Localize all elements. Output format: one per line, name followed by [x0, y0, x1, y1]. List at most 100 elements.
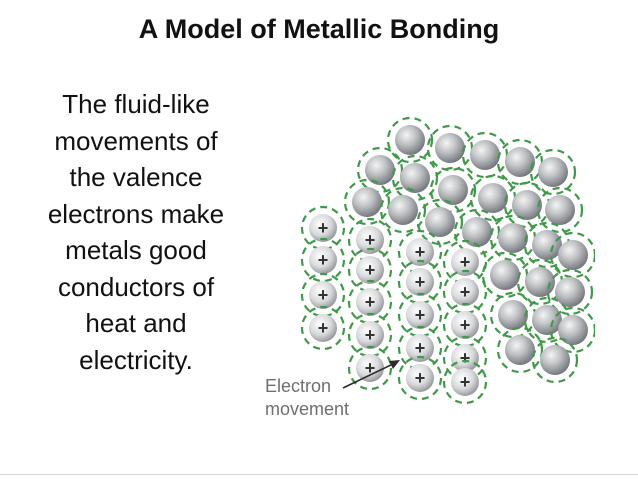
atom: [496, 138, 544, 186]
atom-sphere: [558, 240, 588, 270]
atom-sphere: [356, 226, 384, 254]
atom: [343, 178, 391, 226]
plus-sign: +: [415, 368, 426, 388]
plus-sign: +: [415, 242, 426, 262]
atom: [386, 116, 434, 164]
atom: [391, 154, 439, 202]
atom-sphere: [525, 267, 555, 297]
atom-sphere: [498, 300, 528, 330]
plus-sign: +: [460, 282, 471, 302]
electron-path-ring: [391, 154, 439, 202]
electron-path-ring: [343, 178, 391, 226]
description-line: electricity.: [79, 344, 193, 375]
atom-sphere: [462, 217, 492, 247]
electron-path-ring: [442, 359, 488, 405]
electron-path-ring: [300, 305, 346, 351]
positive-ion: +: [442, 239, 488, 285]
plus-sign: +: [460, 252, 471, 272]
atom-sphere: [451, 278, 479, 306]
atom: [356, 146, 404, 194]
atom-sphere: [309, 314, 337, 342]
electron-path-ring: [379, 186, 427, 234]
atom-sphere: [356, 256, 384, 284]
positive-ion: +: [397, 325, 443, 371]
atom-sphere: [406, 238, 434, 266]
atom-sphere: [400, 163, 430, 193]
atom-sphere: [309, 246, 337, 274]
atom-sphere: [478, 183, 508, 213]
description-line: movements of: [54, 125, 218, 156]
positive-ion: +: [397, 292, 443, 338]
atom-sphere: [470, 140, 500, 170]
positive-ion: +: [397, 355, 443, 401]
atom-sphere: [406, 364, 434, 392]
electron-path-ring: [347, 217, 393, 263]
electron-path-ring: [531, 336, 579, 384]
description-line: conductors of: [57, 271, 215, 302]
atom-sphere: [532, 305, 562, 335]
atom: [549, 306, 595, 354]
plus-sign: +: [318, 250, 329, 270]
positive-ion: +: [300, 305, 346, 351]
atom: [453, 208, 501, 256]
electron-path-ring: [529, 148, 577, 196]
electron-path-ring: [300, 205, 346, 251]
atom-sphere: [388, 195, 418, 225]
atom: [503, 181, 551, 229]
atom: [529, 148, 577, 196]
atom-lattice-back: [343, 116, 595, 384]
electron-path-ring: [442, 269, 488, 315]
atom-sphere: [309, 214, 337, 242]
positive-ion: +: [442, 359, 488, 405]
electron-path-ring: [546, 268, 594, 316]
description-line: heat and: [85, 308, 187, 338]
atom-sphere: [352, 187, 382, 217]
atom-sphere: [395, 125, 425, 155]
plus-sign: +: [365, 292, 376, 312]
electron-path-ring: [416, 198, 464, 246]
atom-sphere: [365, 155, 395, 185]
atom-sphere: [451, 311, 479, 339]
callout-label-line1: Electron: [265, 376, 331, 396]
plus-sign: +: [415, 338, 426, 358]
positive-ion: +: [442, 335, 488, 381]
positive-ion: +: [397, 229, 443, 275]
plus-sign: +: [318, 285, 329, 305]
plus-sign: +: [460, 372, 471, 392]
slide-description: The fluid-like movements of the valence …: [10, 86, 262, 378]
electron-path-ring: [397, 355, 443, 401]
atom: [416, 198, 464, 246]
atom-sphere: [451, 248, 479, 276]
atom-sphere: [512, 190, 542, 220]
electron-path-ring: [536, 186, 584, 234]
atom-sphere: [498, 223, 528, 253]
atom: [496, 326, 544, 374]
electron-path-ring: [347, 247, 393, 293]
plus-sign: +: [415, 272, 426, 292]
metallic-bonding-diagram: +++++++++++++++++++ Electron movement: [265, 116, 595, 419]
plus-sign: +: [365, 230, 376, 250]
positive-ion: +: [442, 269, 488, 315]
plus-sign: +: [460, 315, 471, 335]
electron-path-ring: [442, 302, 488, 348]
atom-sphere: [555, 277, 585, 307]
slide-title: A Model of Metallic Bonding: [138, 14, 500, 44]
atom-sphere: [532, 230, 562, 260]
positive-ion: +: [347, 247, 393, 293]
atom-sphere: [545, 195, 575, 225]
plus-sign: +: [318, 318, 329, 338]
electron-path-ring: [442, 239, 488, 285]
callout-label-line2: movement: [265, 399, 349, 419]
atom-sphere: [505, 335, 535, 365]
atom-sphere: [540, 345, 570, 375]
atom-sphere: [435, 133, 465, 163]
positive-ion: +: [347, 279, 393, 325]
ion-lattice-front: +++++++++++++++++++: [300, 205, 488, 405]
callout-arrowhead: [389, 360, 400, 369]
atom: [426, 124, 474, 172]
atom-sphere: [451, 344, 479, 372]
atom: [549, 231, 595, 279]
atom-sphere: [406, 301, 434, 329]
atom: [536, 186, 584, 234]
atom: [546, 268, 594, 316]
